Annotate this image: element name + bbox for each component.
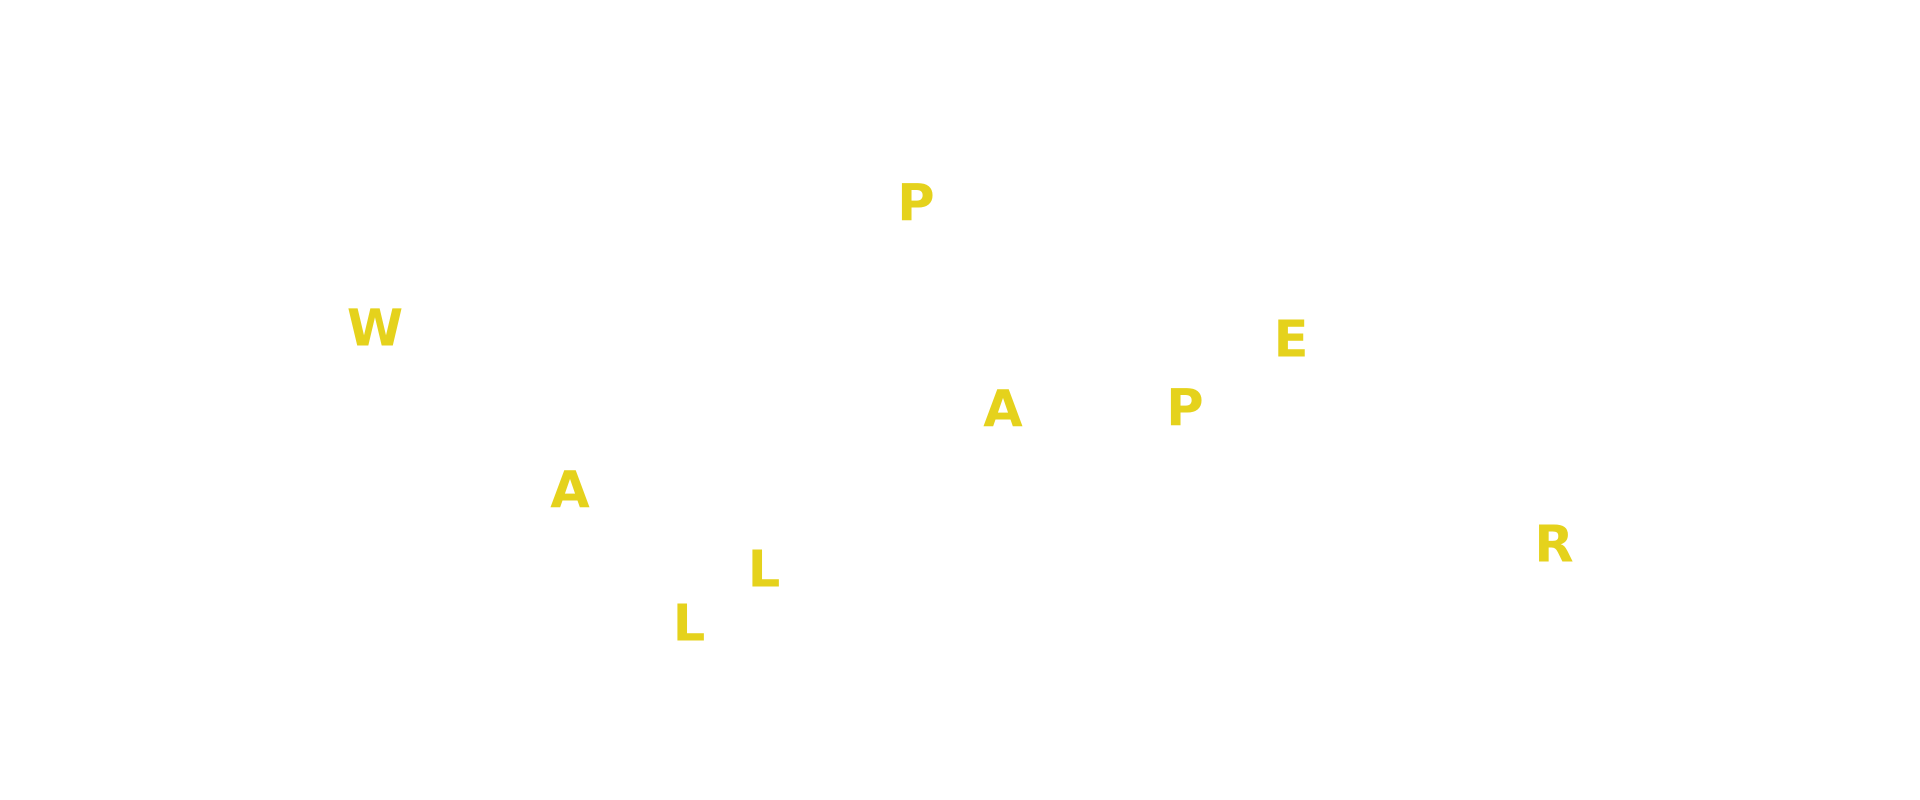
letter-a-second: A [983,380,1023,440]
letter-l-second: L [747,540,781,600]
letter-l-first: L [672,594,706,654]
letter-p-second: P [1166,379,1204,439]
letter-w: W [346,299,404,359]
letter-r: R [1534,515,1574,575]
letter-a-first: A [550,461,590,521]
letter-e: E [1273,310,1309,370]
letter-p-first: P [897,174,935,234]
